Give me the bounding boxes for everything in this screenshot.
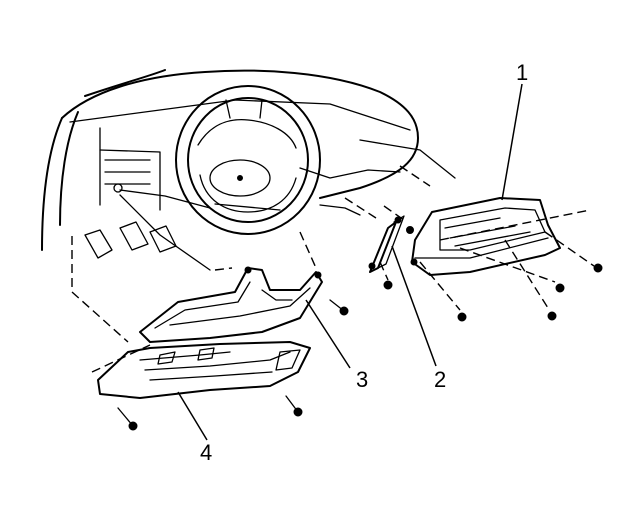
instrument-panel-body (41, 69, 456, 251)
glove-box-compartment (410, 197, 561, 276)
knee-bolster-upper (139, 266, 323, 343)
bracket (368, 215, 405, 273)
screw-icon (285, 395, 303, 417)
callout-2: 2 (434, 367, 446, 392)
screw-icon (457, 312, 467, 322)
assembly-guide-lines (71, 197, 595, 373)
lower-trim-panel (97, 341, 311, 399)
pedals (84, 183, 211, 271)
steering-wheel (175, 85, 321, 235)
screw-icon (117, 407, 138, 431)
callout-3: 3 (356, 367, 368, 392)
screw-icon (555, 283, 565, 293)
screw-icon (329, 299, 349, 316)
screw-icon (547, 311, 557, 321)
screw-icon (593, 263, 603, 273)
callout-1: 1 (516, 60, 528, 85)
callout-leaders (177, 83, 523, 441)
screw-icon (406, 226, 414, 234)
callout-4: 4 (200, 440, 212, 465)
screw-icon (383, 280, 393, 290)
fasteners (117, 226, 603, 431)
